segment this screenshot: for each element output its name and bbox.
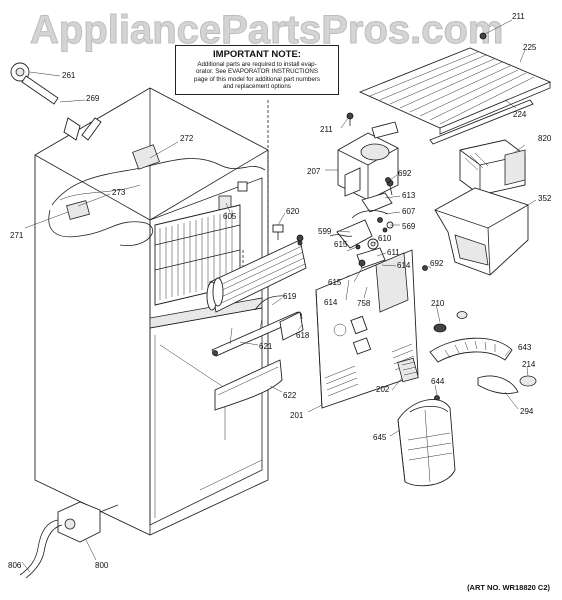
note-line: page of this model for additional part n… — [194, 75, 320, 83]
part-210 — [433, 311, 468, 333]
part-605 — [218, 181, 248, 211]
callout-225: 225 — [523, 43, 537, 52]
water-valve-800 — [19, 501, 119, 579]
part-214 — [519, 375, 537, 387]
callout-643: 643 — [518, 343, 532, 352]
part-201-evaporator-cover — [315, 249, 419, 409]
callout-620: 620 — [286, 207, 300, 216]
callout-621: 621 — [259, 342, 273, 351]
callout-211: 211 — [320, 125, 333, 134]
note-title: IMPORTANT NOTE: — [213, 49, 301, 60]
leader-lines — [21, 19, 537, 573]
callout-labels: 211 225 224 211 820 261 269 272 273 271 … — [8, 12, 552, 570]
callout-605: 605 — [223, 212, 237, 221]
callout-692: 692 — [430, 259, 444, 268]
callout-202: 202 — [376, 385, 390, 394]
note-line: Additional parts are required to install… — [197, 61, 317, 68]
callout-352: 352 — [538, 194, 552, 203]
note-line: and replacement options — [223, 83, 291, 91]
note-line: orator. See EVAPORATOR INSTRUCTIONS — [195, 68, 319, 76]
art-number: (ART NO. WR18820 C2) — [467, 583, 550, 592]
callout-611: 611 — [387, 248, 400, 257]
callout-622: 622 — [283, 391, 297, 400]
callout-800: 800 — [95, 561, 109, 570]
part-294 — [477, 375, 519, 395]
callout-618: 618 — [296, 331, 310, 340]
part-618 — [279, 311, 304, 341]
screw-211 — [479, 32, 487, 40]
screw-692 — [385, 177, 391, 183]
part-620 — [272, 224, 284, 240]
callout-758: 758 — [357, 299, 371, 308]
coil-assembly — [206, 234, 307, 313]
callout-820: 820 — [538, 134, 552, 143]
part-261-269 — [10, 62, 81, 141]
part-352-ice-bucket — [434, 187, 529, 276]
callout-269: 269 — [86, 94, 100, 103]
part-643 — [429, 337, 513, 363]
callout-599: 599 — [318, 227, 332, 236]
fan-motor-assembly — [329, 192, 394, 283]
callout-273: 273 — [112, 188, 126, 197]
callout-614: 614 — [397, 261, 411, 270]
callout-224: 224 — [513, 110, 527, 119]
note-body: Additional parts are required to install… — [176, 60, 338, 91]
callout-645: 645 — [373, 433, 387, 442]
part-645 — [397, 399, 456, 487]
part-207-ice-maker — [337, 121, 399, 201]
screw-692 — [422, 265, 428, 271]
callout-211: 211 — [512, 12, 525, 21]
part-619 — [254, 295, 286, 311]
callout-207: 207 — [307, 167, 321, 176]
callout-615: 615 — [334, 240, 348, 249]
callout-569: 569 — [402, 222, 416, 231]
important-note-box: IMPORTANT NOTE: Additional parts are req… — [175, 45, 339, 95]
part-622 — [214, 359, 283, 411]
shelf-225 — [358, 47, 552, 135]
callout-644: 644 — [431, 377, 445, 386]
callout-615: 615 — [328, 278, 342, 287]
callout-607: 607 — [402, 207, 416, 216]
part-820 — [459, 139, 526, 196]
callout-806: 806 — [8, 561, 22, 570]
callout-261: 261 — [62, 71, 76, 80]
callout-294: 294 — [520, 407, 534, 416]
callout-610: 610 — [378, 234, 392, 243]
callout-619: 619 — [283, 292, 297, 301]
cabinet-tubing — [48, 117, 266, 247]
callout-210: 210 — [431, 299, 445, 308]
callout-271: 271 — [10, 231, 24, 240]
cabinet — [34, 87, 269, 536]
part-224 — [429, 99, 534, 145]
callout-214: 214 — [522, 360, 536, 369]
callout-201: 201 — [290, 411, 304, 420]
callout-692: 692 — [398, 169, 412, 178]
callout-613: 613 — [402, 191, 416, 200]
part-621 — [211, 311, 303, 357]
part-202 — [397, 357, 419, 383]
callout-272: 272 — [180, 134, 194, 143]
callout-614: 614 — [324, 298, 338, 307]
